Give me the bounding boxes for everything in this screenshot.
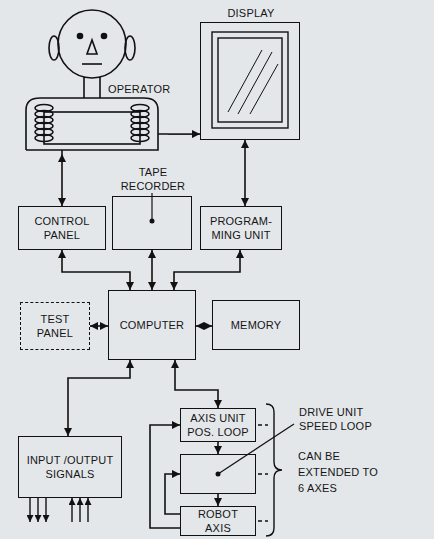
memory-box: MEMORY (212, 300, 300, 350)
signal-connector (174, 250, 240, 290)
coil-turn (35, 117, 53, 124)
node-text: OPERATOR (108, 82, 172, 96)
input-arrow (87, 498, 88, 522)
operator-stub (62, 134, 168, 154)
dashed-link (258, 425, 268, 521)
node-text: ROBOT AXIS (187, 507, 249, 535)
node-text: MEMORY (231, 318, 282, 332)
output-arrow (37, 498, 38, 522)
output-arrow (29, 498, 30, 522)
node-text: COMPUTER (120, 318, 185, 332)
display-screen (212, 32, 288, 128)
operator-ear (125, 36, 135, 60)
coil-turn (131, 117, 149, 124)
tape-recorder-box: TAPE RECORDER (112, 196, 192, 250)
operator-illustration (26, 10, 168, 154)
signal-arrows (30, 498, 88, 522)
node-text: DISPLAY (201, 6, 301, 20)
computer-box: COMPUTER (108, 290, 196, 360)
input-arrow (79, 498, 80, 522)
coil-turn (35, 105, 53, 112)
leader-dot (216, 472, 221, 477)
signal-connector (150, 425, 180, 528)
signal-connector (217, 442, 219, 454)
screen-glass (218, 38, 282, 122)
operator-coil (131, 105, 149, 142)
node-text: TEST PANEL (27, 312, 83, 340)
signal-connector (90, 325, 108, 327)
coil-turn (35, 129, 53, 136)
coil-turn (131, 123, 149, 130)
robot-axis-box: ROBOT AXIS (180, 506, 256, 536)
signal-connector (196, 325, 212, 327)
operator-torso (26, 98, 158, 150)
screen-glare (228, 50, 278, 114)
node-text: AXIS UNIT POS. LOOP (187, 411, 249, 439)
node-text: PROGRAM- MING UNIT (207, 214, 275, 242)
signal-connector (217, 494, 219, 506)
leader-dot (150, 219, 155, 224)
curly-brace (266, 404, 282, 536)
operator-coil (35, 105, 53, 142)
output-arrow (45, 498, 46, 522)
operator-figure: OPERATOR (22, 4, 168, 154)
signal-connector (61, 154, 63, 206)
signal-connector (165, 474, 180, 514)
operator-mouth (82, 63, 102, 65)
coil-turn (35, 123, 53, 130)
operator-ear (49, 36, 59, 60)
coil-turn (131, 111, 149, 118)
coil-turn (131, 129, 149, 136)
operator-nose (87, 40, 97, 54)
operator-eye (78, 34, 83, 39)
signal-connector (151, 250, 153, 290)
input-arrow (71, 498, 72, 522)
display-monitor: DISPLAY (200, 22, 300, 140)
coil-turn (131, 135, 149, 142)
screen-frame (212, 32, 288, 128)
test-panel-box: TEST PANEL (20, 302, 90, 350)
node-text: CONTROL PANEL (25, 214, 99, 242)
axis-bracket (258, 404, 282, 536)
signal-connector (244, 140, 246, 206)
programming-unit-box: PROGRAM- MING UNIT (200, 206, 282, 250)
note-text: CAN BE EXTENDED TO 6 AXES (298, 448, 382, 496)
signal-connector (62, 250, 130, 290)
operator-eye (102, 34, 107, 39)
io-signals-box: INPUT /OUTPUT SIGNALS (18, 436, 122, 498)
coil-turn (35, 135, 53, 142)
coil-turn (35, 111, 53, 118)
operator-console (44, 112, 140, 144)
node-text: INPUT /OUTPUT SIGNALS (25, 453, 115, 481)
control-panel-box: CONTROL PANEL (18, 206, 106, 250)
signal-connector (68, 360, 130, 436)
coil-turn (131, 105, 149, 112)
axis-unit-box: AXIS UNIT POS. LOOP (180, 408, 256, 442)
node-text: DRIVE UNIT SPEED LOOP (299, 405, 385, 433)
node-text: TAPE RECORDER (113, 165, 193, 193)
operator-head (58, 10, 126, 78)
signal-connector (168, 133, 200, 135)
leader-lines (152, 193, 294, 474)
operator-neck (84, 77, 100, 98)
drive-unit-box: DRIVE UNIT SPEED LOOP (180, 454, 256, 494)
signal-connector (175, 360, 218, 408)
